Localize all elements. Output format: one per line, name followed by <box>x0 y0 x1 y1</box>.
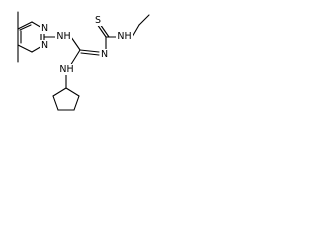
svg-text:N: N <box>41 40 48 51</box>
atom-label-n-ring-top: N <box>40 23 49 34</box>
atom-label-nh-ethyl: NH <box>116 31 133 42</box>
atom-label-n-imine: N <box>100 49 109 60</box>
atom-label-nh-cyclopentyl: NH <box>58 64 75 75</box>
atom-label-n-ring-bottom: N <box>40 40 49 51</box>
svg-text:NH: NH <box>56 31 70 42</box>
svg-text:N: N <box>101 49 108 60</box>
svg-text:NH: NH <box>59 64 73 75</box>
structure-canvas: N N NH S NH N NH <box>0 0 150 119</box>
atom-label-s: S <box>94 15 102 26</box>
svg-text:S: S <box>95 15 101 26</box>
molecule-structure: N N NH S NH N NH <box>17 11 150 111</box>
svg-text:N: N <box>41 23 48 34</box>
atom-label-nh-link: NH <box>55 31 72 42</box>
guanidine-core <box>43 14 150 67</box>
cyclopentyl-ring <box>52 74 80 111</box>
svg-text:NH: NH <box>117 31 131 42</box>
